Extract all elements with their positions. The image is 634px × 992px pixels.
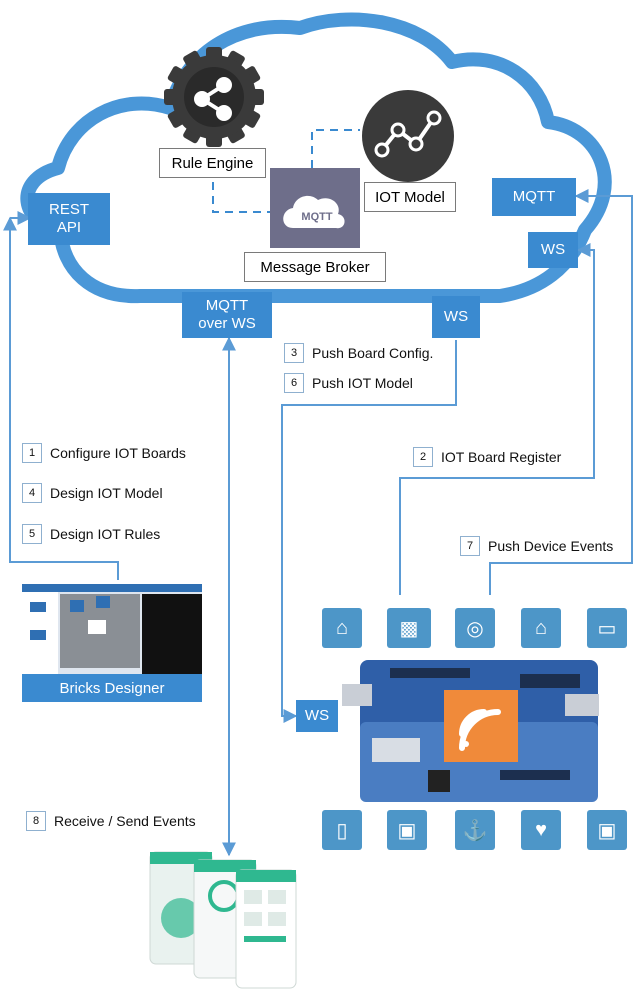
events-mqtt-line xyxy=(489,189,633,595)
home-icon: ⌂ xyxy=(322,608,362,648)
ship-icon: ⚓ xyxy=(455,810,495,850)
laptop-icon: ▭ xyxy=(587,608,627,648)
ws-node-bottom: WS xyxy=(432,296,480,338)
ws-node-right: WS xyxy=(528,232,578,268)
heart-icon: ♥ xyxy=(521,810,561,850)
cloud-shape xyxy=(20,12,612,304)
smart-home-icon: ⌂ xyxy=(521,608,561,648)
rule-engine-label: Rule Engine xyxy=(159,148,266,178)
line-chart-icon xyxy=(362,90,454,182)
cloud-badge-icon xyxy=(283,195,345,229)
register-ws-line xyxy=(399,243,595,595)
iot-board xyxy=(342,660,599,802)
rest-api-node: REST API xyxy=(28,193,110,245)
rest-designer-line xyxy=(3,216,119,580)
mqtt-node-right: MQTT xyxy=(492,178,576,216)
washer-icon: ◎ xyxy=(455,608,495,648)
wifi-icon xyxy=(459,709,501,751)
mqtt-over-ws-node: MQTT over WS xyxy=(182,292,272,338)
dashed-link-rule-broker xyxy=(212,168,272,213)
picture-icon: ▣ xyxy=(587,810,627,850)
cart-icon: ▣ xyxy=(387,810,427,850)
ws-node-board: WS xyxy=(296,700,338,732)
ws-board-line xyxy=(281,340,457,723)
iot-model-label: IOT Model xyxy=(364,182,456,212)
dashed-link-model-broker xyxy=(311,129,360,168)
fridge-icon: ▯ xyxy=(322,810,362,850)
bricks-designer-caption: Bricks Designer xyxy=(22,674,202,702)
designer-screenshot xyxy=(22,584,202,674)
car-icon: ▩ xyxy=(387,608,431,648)
mqtt-badge-text: MQTT xyxy=(301,211,333,223)
gear-icon xyxy=(164,47,264,147)
mobile-apps xyxy=(149,851,297,989)
message-broker-label: Message Broker xyxy=(244,252,386,282)
